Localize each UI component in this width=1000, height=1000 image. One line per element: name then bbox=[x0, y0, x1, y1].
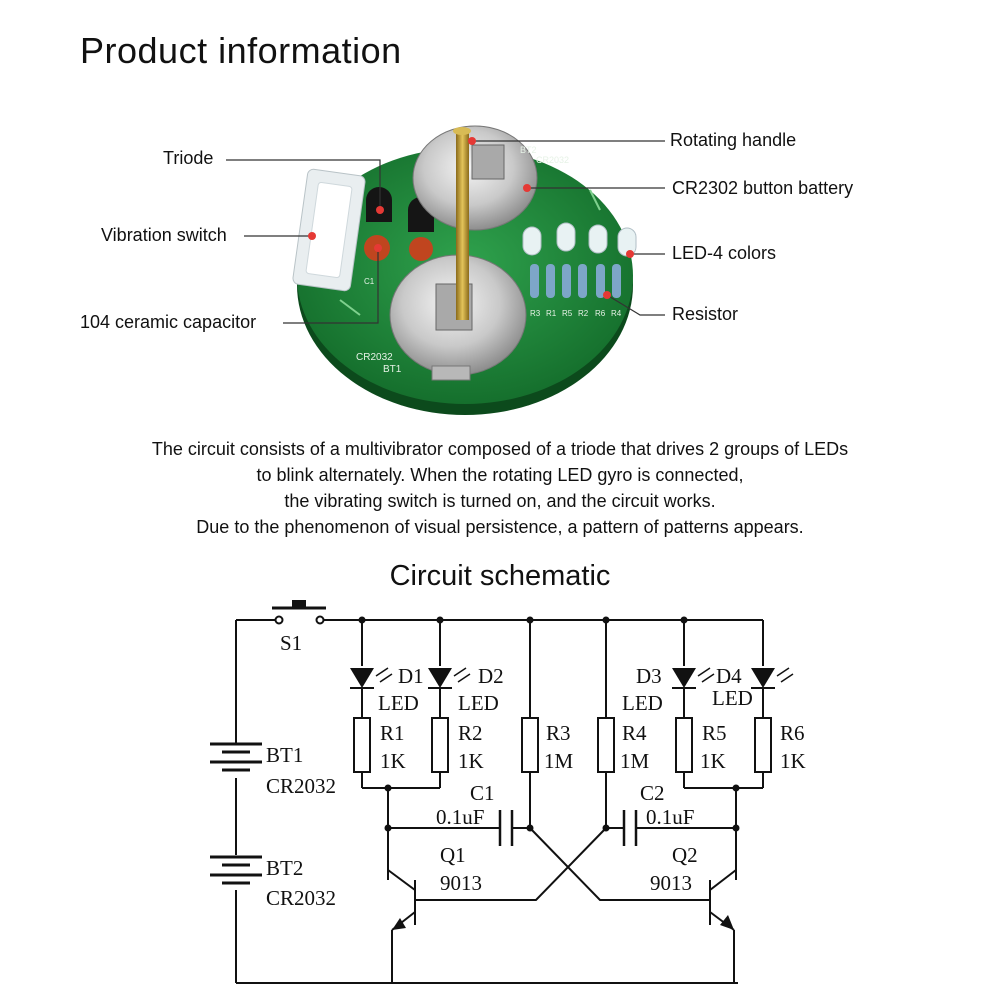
callout-rotating-handle: Rotating handle bbox=[670, 130, 797, 150]
label-r4: R4 bbox=[622, 721, 647, 745]
silk-bt1: BT1 bbox=[383, 364, 402, 375]
label-r1-val: 1K bbox=[380, 749, 406, 773]
callout-button-battery: CR2302 button battery bbox=[672, 178, 854, 198]
battery-bt2-photo bbox=[412, 125, 538, 231]
label-q1-type: 9013 bbox=[440, 871, 482, 895]
label-bt1: BT1 bbox=[266, 743, 303, 767]
label-d1: D1 bbox=[398, 664, 424, 688]
label-q2: Q2 bbox=[672, 843, 698, 867]
capacitor-symbols bbox=[498, 810, 638, 846]
label-r3: R3 bbox=[546, 721, 571, 745]
description-line: Due to the phenomenon of visual persiste… bbox=[196, 517, 804, 537]
callout-leaders bbox=[226, 140, 665, 324]
label-r5: R5 bbox=[702, 721, 727, 745]
description-block: The circuit consists of a multivibrator … bbox=[0, 436, 1000, 540]
description-line: The circuit consists of a multivibrator … bbox=[151, 439, 849, 459]
silk-r3: R3 bbox=[530, 309, 541, 318]
page-title: Product information bbox=[80, 30, 402, 71]
label-r6: R6 bbox=[780, 721, 805, 745]
led-parts bbox=[522, 222, 637, 257]
schematic-wires bbox=[235, 619, 764, 984]
led-symbols bbox=[350, 668, 775, 689]
silk-cr2032-bottom: CR2032 bbox=[356, 352, 393, 363]
schematic-title: Circuit schematic bbox=[389, 560, 611, 592]
switch-s1-symbol bbox=[272, 600, 326, 625]
silk-r2: R2 bbox=[578, 309, 589, 318]
q2-emitter-arrow bbox=[720, 915, 734, 930]
label-q1: Q1 bbox=[440, 843, 466, 867]
led-emission-arrows bbox=[375, 667, 794, 683]
battery-symbols bbox=[210, 742, 262, 885]
silk-c1: C1 bbox=[364, 277, 375, 286]
label-d4: D4 bbox=[716, 664, 742, 688]
label-bt1-type: CR2032 bbox=[266, 774, 336, 798]
description-line: to blink alternately. When the rotating … bbox=[256, 465, 744, 485]
label-r1: R1 bbox=[380, 721, 405, 745]
q1-emitter-arrow bbox=[392, 918, 406, 930]
label-q2-type: 9013 bbox=[650, 871, 692, 895]
label-r2-val: 1K bbox=[458, 749, 484, 773]
label-d4-led: LED bbox=[712, 686, 753, 710]
callout-vibration-switch: Vibration switch bbox=[101, 225, 227, 245]
label-bt2-type: CR2032 bbox=[266, 886, 336, 910]
silk-bt2: BT2 bbox=[520, 145, 537, 155]
schematic-junctions bbox=[358, 616, 740, 832]
callout-resistor: Resistor bbox=[672, 304, 739, 324]
label-r6-val: 1K bbox=[780, 749, 806, 773]
label-r5-val: 1K bbox=[700, 749, 726, 773]
silk-r5: R5 bbox=[562, 309, 573, 318]
label-d2: D2 bbox=[478, 664, 504, 688]
vibration-switch-part bbox=[292, 168, 366, 292]
callout-triode: Triode bbox=[163, 148, 214, 168]
callout-ceramic-capacitor: 104 ceramic capacitor bbox=[80, 312, 257, 332]
description-line: the vibrating switch is turned on, and t… bbox=[284, 491, 716, 511]
rotating-handle-part bbox=[453, 127, 471, 320]
label-c1-val: 0.1uF bbox=[436, 805, 484, 829]
silk-r1: R1 bbox=[546, 309, 557, 318]
silk-cr2032-top: CR2032 bbox=[536, 155, 569, 165]
label-s1: S1 bbox=[280, 631, 302, 655]
label-d3: D3 bbox=[636, 664, 662, 688]
resistor-symbols bbox=[353, 717, 772, 773]
callout-led-colors: LED-4 colors bbox=[672, 243, 777, 263]
label-d3-led: LED bbox=[622, 691, 663, 715]
silk-r6: R6 bbox=[595, 309, 606, 318]
label-d1-led: LED bbox=[378, 691, 419, 715]
label-c2-val: 0.1uF bbox=[646, 805, 694, 829]
silk-r4: R4 bbox=[611, 309, 622, 318]
label-d2-led: LED bbox=[458, 691, 499, 715]
label-r2: R2 bbox=[458, 721, 483, 745]
label-bt2: BT2 bbox=[266, 856, 303, 880]
resistor-parts bbox=[530, 264, 621, 298]
label-c1: C1 bbox=[470, 781, 495, 805]
label-r4-val: 1M bbox=[620, 749, 650, 773]
callout-markers bbox=[308, 137, 634, 299]
label-c2: C2 bbox=[640, 781, 665, 805]
label-r3-val: 1M bbox=[544, 749, 574, 773]
